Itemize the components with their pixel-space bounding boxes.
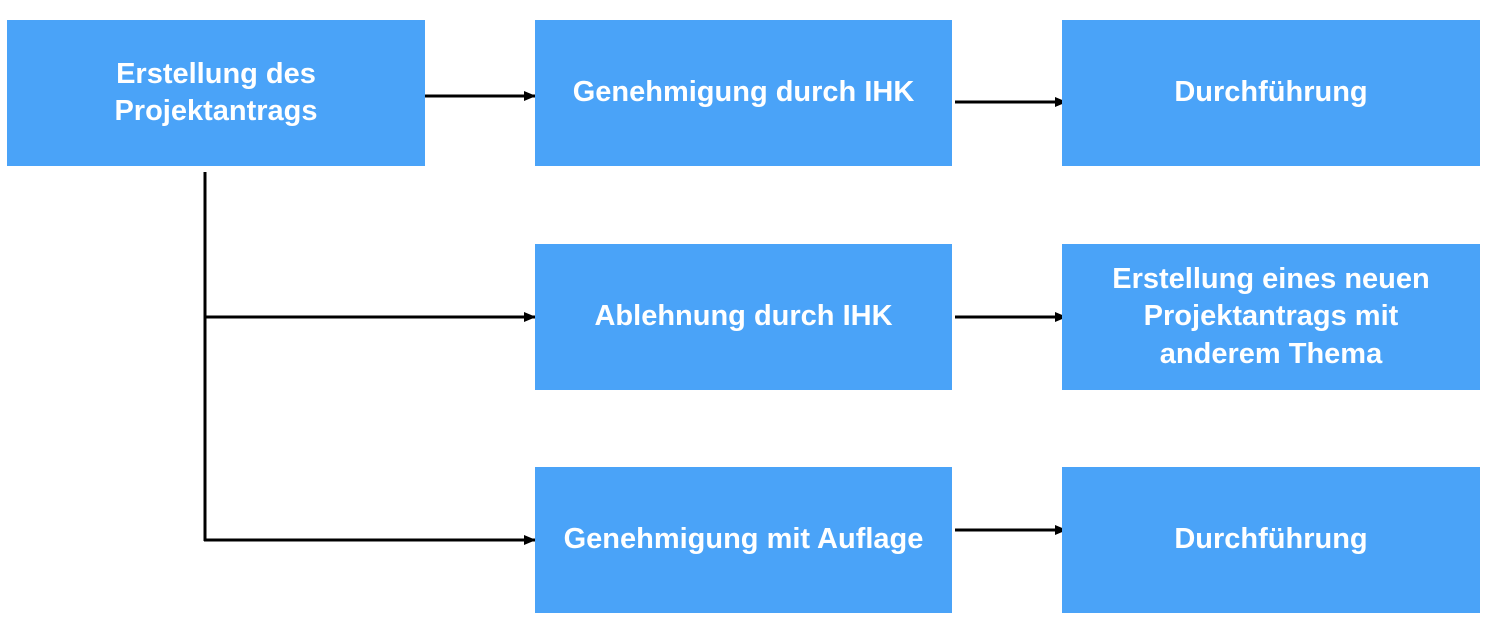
- node-project-proposal-line-1: Erstellung des: [116, 57, 316, 90]
- node-new-proposal: Erstellung eines neuen Projektantrags mi…: [1062, 244, 1480, 390]
- node-execution-2-label: Durchführung: [1174, 523, 1368, 556]
- node-conditional-approval-label: Genehmigung mit Auflage: [563, 523, 924, 556]
- node-new-proposal-line-2: Projektantrags mit: [1143, 300, 1399, 333]
- node-conditional-approval: Genehmigung mit Auflage: [535, 467, 952, 613]
- node-rejection-ihk: Ablehnung durch IHK: [535, 244, 952, 390]
- node-project-proposal-line-2: Projektantrags: [114, 95, 318, 127]
- node-execution-2: Durchführung: [1062, 467, 1480, 613]
- node-execution-1: Durchführung: [1062, 20, 1480, 166]
- node-new-proposal-line-1: Erstellung eines neuen: [1112, 263, 1430, 296]
- node-approval-ihk-label: Genehmigung durch IHK: [572, 76, 915, 109]
- node-rejection-ihk-label: Ablehnung durch IHK: [594, 300, 893, 333]
- node-execution-1-label: Durchführung: [1174, 76, 1368, 109]
- node-new-proposal-line-3: anderem Thema: [1159, 337, 1383, 370]
- node-project-proposal: Erstellung des Projektantrags: [7, 20, 425, 166]
- node-approval-ihk: Genehmigung durch IHK: [535, 20, 952, 166]
